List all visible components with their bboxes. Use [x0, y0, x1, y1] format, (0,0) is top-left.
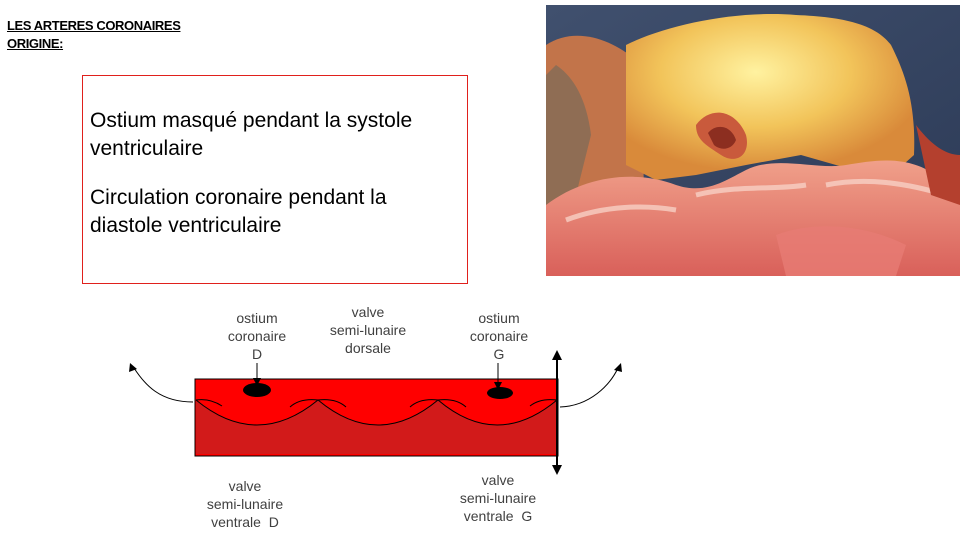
label-valve-dorsale-line-2: semi-lunaire: [329, 322, 407, 338]
label-valve-dorsale-line-1: valve: [351, 304, 385, 320]
label-ostium-g-line-3: G: [493, 346, 505, 362]
label-ostium-g: ostium coronaire G: [439, 309, 559, 363]
aortic-valve-photo: [546, 5, 960, 276]
valve-diagram: ostium coronaire D valve semi-lunaire do…: [0, 290, 960, 540]
label-valve-dorsale: valve semi-lunaire dorsale: [308, 303, 428, 357]
label-valve-ventrale-d-line-2: semi-lunaire: [206, 496, 284, 512]
ostium-d-marker: [243, 383, 271, 397]
label-valve-ventrale-g-line-3: ventrale G: [463, 508, 533, 524]
label-ostium-d-line-2: coronaire: [227, 328, 287, 344]
paragraph-systole: Ostium masqué pendant la systole ventric…: [90, 107, 459, 163]
flow-arrow-left: [133, 367, 194, 403]
label-ostium-d-line-3: D: [251, 346, 263, 362]
label-ostium-g-line-2: coronaire: [469, 328, 529, 344]
label-ostium-g-line-1: ostium: [478, 310, 520, 326]
title-line-1: LES ARTERES CORONAIRES: [7, 18, 181, 33]
title-line-2: ORIGINE:: [7, 36, 64, 51]
paragraph-diastole: Circulation coronaire pendant la diastol…: [90, 184, 459, 240]
paragraph-diastole-line-1: Circulation coronaire pendant la: [90, 186, 387, 209]
label-valve-ventrale-d: valve semi-lunaire ventrale D: [185, 477, 305, 531]
paragraph-systole-line-2: ventriculaire: [90, 137, 204, 160]
label-ostium-d-line-1: ostium: [236, 310, 278, 326]
text-box: Ostium masqué pendant la systole ventric…: [82, 75, 468, 284]
valve-cusp-dorsal: [318, 400, 438, 454]
label-ostium-d: ostium coronaire D: [197, 309, 317, 363]
valve-cusp-ventral-g: [438, 400, 557, 454]
valve-cusp-ventral-d: [196, 400, 318, 454]
label-valve-dorsale-line-3: dorsale: [345, 340, 391, 356]
label-valve-ventrale-g-line-2: semi-lunaire: [459, 490, 537, 506]
slide-title: LES ARTERES CORONAIRES ORIGINE:: [7, 17, 181, 53]
label-valve-ventrale-g: valve semi-lunaire ventrale G: [438, 471, 558, 525]
label-valve-ventrale-d-line-1: valve: [228, 478, 262, 494]
paragraph-systole-line-1: Ostium masqué pendant la systole: [90, 109, 413, 132]
flow-arrow-right: [559, 367, 619, 408]
paragraph-diastole-line-2: diastole ventriculaire: [90, 214, 282, 237]
ostium-g-marker: [487, 387, 513, 399]
label-valve-ventrale-g-line-1: valve: [481, 472, 515, 488]
label-valve-ventrale-d-line-3: ventrale D: [211, 514, 279, 530]
